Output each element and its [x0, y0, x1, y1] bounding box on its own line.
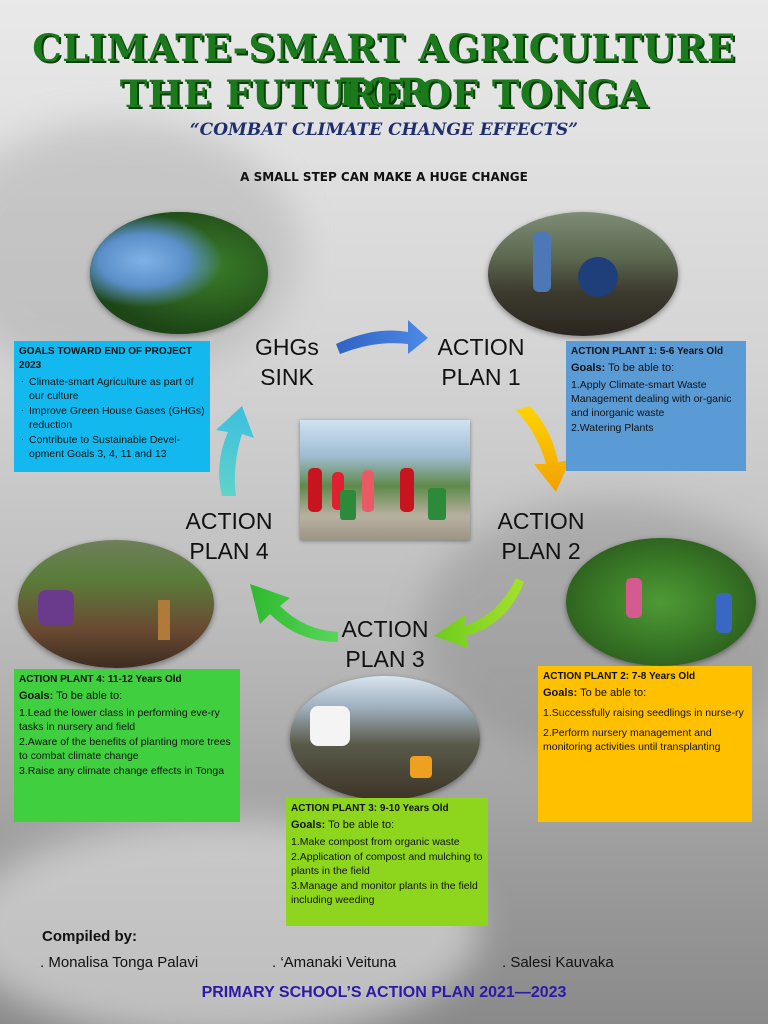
- action-plan-1-box: ACTION PLANT 1: 5-6 Years Old Goals: To …: [566, 341, 746, 471]
- list-item: 1.Lead the lower class in performing eve…: [19, 707, 220, 733]
- plan-list: 1.Apply Climate-smart Waste Management d…: [571, 378, 741, 435]
- goals-text: To be able to:: [56, 690, 123, 702]
- poster-title-line1: CLIMATE-SMART AGRICULTURE FOR: [32, 26, 736, 114]
- school-group-photo: [300, 420, 470, 540]
- stage-label: ACTION: [497, 508, 585, 534]
- footer-title: PRIMARY SCHOOL’S ACTION PLAN 2021—2023: [201, 984, 567, 1001]
- plan-list: 1.Successfully raising seedlings in nurs…: [543, 706, 747, 754]
- goals-label: Goals:: [291, 819, 326, 831]
- poster-tagline: A SMALL STEP CAN MAKE A HUGE CHANGE: [240, 170, 528, 184]
- stage-label: ACTION: [185, 508, 273, 534]
- plan-list: 1.Make compost from organic waste 2.Appl…: [291, 835, 483, 907]
- stage-label: SINK: [260, 364, 314, 390]
- author-name: . Salesi Kauvaka: [502, 954, 614, 971]
- stage-action-plan-2: ACTION PLAN 2: [482, 506, 600, 566]
- stage-action-plan-4: ACTION PLAN 4: [170, 506, 288, 566]
- stage-label: GHGs: [255, 334, 319, 360]
- cycle-arrow-teal: [216, 406, 254, 496]
- goals-label: Goals:: [571, 362, 606, 374]
- list-item: 2.Watering Plants: [571, 422, 654, 434]
- goals-box: GOALS TOWARD END OF PROJECT 2023 Climate…: [14, 341, 210, 472]
- action-plan-3-box: ACTION PLANT 3: 9-10 Years Old Goals: To…: [286, 798, 488, 926]
- list-item: Improve Green House Gases (GHGs) reducti…: [19, 404, 205, 432]
- goals-line: Goals: To be able to:: [19, 689, 235, 703]
- list-item: 2.Application of compost and mulching to…: [291, 851, 483, 877]
- plan-heading: ACTION PLANT 4: 11-12 Years Old: [19, 674, 182, 685]
- goals-label: Goals:: [543, 687, 578, 699]
- plan-heading: ACTION PLANT 3: 9-10 Years Old: [291, 803, 449, 814]
- list-item: 2.Aware of the benefits of planting more…: [19, 736, 231, 762]
- plan-list: 1.Lead the lower class in performing eve…: [19, 706, 235, 778]
- goals-line: Goals: To be able to:: [291, 818, 483, 832]
- list-item: 1.Successfully raising seedlings in nurs…: [543, 707, 744, 719]
- children-gardening-photo: [488, 212, 678, 336]
- list-item: 2.Perform nursery management and monitor…: [543, 727, 721, 753]
- goals-text: To be able to:: [608, 362, 675, 374]
- field-planting-photo: [18, 540, 214, 668]
- stage-ghgs-sink: GHGs SINK: [232, 332, 342, 392]
- list-item: 3.Raise any climate change effects in To…: [19, 765, 225, 777]
- author-name: . Monalisa Tonga Palavi: [40, 954, 199, 971]
- stage-action-plan-3: ACTION PLAN 3: [326, 614, 444, 674]
- goals-heading: GOALS TOWARD END OF PROJECT 2023: [19, 346, 193, 371]
- compiled-by-label: Compiled by:: [42, 928, 138, 945]
- stage-action-plan-1: ACTION PLAN 1: [422, 332, 540, 392]
- cycle-arrow-green: [250, 584, 338, 642]
- stage-label: PLAN 1: [441, 364, 521, 390]
- goals-text: To be able to:: [580, 687, 647, 699]
- list-item: 3.Manage and monitor plants in the field…: [291, 880, 478, 906]
- nursery-seedlings-photo: [566, 538, 756, 666]
- cycle-arrow-blue: [336, 320, 428, 354]
- poster-title-line2: THE FUTURE OF TONGA: [119, 72, 649, 116]
- plan-heading: ACTION PLANT 1: 5-6 Years Old: [571, 346, 724, 357]
- action-plan-4-box: ACTION PLANT 4: 11-12 Years Old Goals: T…: [14, 669, 240, 822]
- list-item: 1.Apply Climate-smart Waste Management d…: [571, 379, 732, 419]
- author-name: . ‘Amanaki Veituna: [272, 954, 397, 971]
- list-item: Climate-smart Agriculture as part of our…: [19, 375, 205, 403]
- plan-heading: ACTION PLANT 2: 7-8 Years Old: [543, 671, 696, 682]
- stage-label: PLAN 2: [501, 538, 581, 564]
- cycle-arrow-lime: [434, 578, 524, 648]
- cycle-arrow-yellow: [516, 406, 570, 492]
- list-item: 1.Make compost from organic waste: [291, 836, 460, 848]
- goals-line: Goals: To be able to:: [571, 361, 741, 375]
- goals-text: To be able to:: [328, 819, 395, 831]
- stage-label: ACTION: [341, 616, 429, 642]
- list-item: Contribute to Sustainable Devel-opment G…: [19, 433, 205, 461]
- goals-label: Goals:: [19, 690, 54, 702]
- goals-line: Goals: To be able to:: [543, 686, 747, 700]
- action-plan-2-box: ACTION PLANT 2: 7-8 Years Old Goals: To …: [538, 666, 752, 822]
- goals-list: Climate-smart Agriculture as part of our…: [19, 375, 205, 461]
- stage-label: PLAN 3: [345, 646, 425, 672]
- stage-label: PLAN 4: [189, 538, 269, 564]
- poster-subtitle: “COMBAT CLIMATE CHANGE EFFECTS”: [189, 120, 579, 140]
- composting-photo: [290, 676, 480, 800]
- stage-label: ACTION: [437, 334, 525, 360]
- tree-photo: [90, 212, 268, 334]
